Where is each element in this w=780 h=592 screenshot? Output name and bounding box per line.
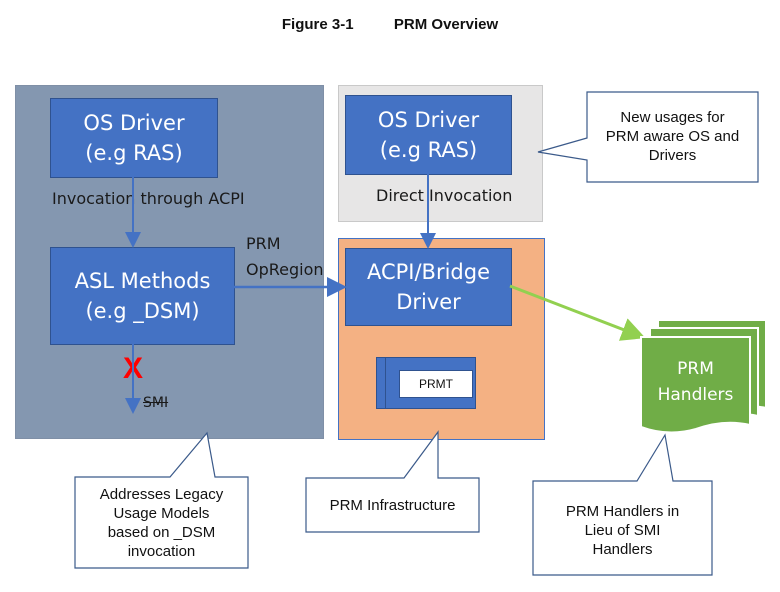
callout-legacy-line3: based on _DSM — [107, 524, 216, 541]
prmt-table-divider — [385, 358, 386, 408]
callout-legacy-shape — [74, 431, 249, 569]
prm-handlers-line1: PRM — [677, 359, 714, 379]
callout-new-usages-line2: PRM aware OS and — [605, 128, 740, 145]
callout-handlers-line3: Handlers — [592, 541, 653, 558]
callout-infrastructure-text: PRM Infrastructure — [306, 496, 479, 515]
callout-handlers-line2: Lieu of SMI — [584, 522, 661, 539]
callout-legacy-line2: Usage Models — [113, 505, 210, 522]
figure-name: PRM Overview — [393, 16, 499, 33]
callout-legacy-line1: Addresses Legacy — [99, 486, 224, 503]
acpi-bridge-line1: ACPI/Bridge — [366, 260, 491, 284]
os-driver-legacy-line1: OS Driver — [83, 111, 185, 135]
direct-invocation-label: Direct Invocation — [376, 186, 513, 205]
callout-new-usages-line3: Drivers — [648, 147, 697, 164]
callout-handlers-text: PRM Handlers in Lieu of SMI Handlers — [533, 502, 712, 559]
callout-infrastructure-shape — [305, 430, 480, 533]
callout-infrastructure-line1: PRM Infrastructure — [329, 497, 456, 514]
invocation-through-acpi-label: Invocation through ACPI — [52, 189, 245, 208]
asl-methods-line2: (e.g _DSM) — [85, 299, 200, 323]
callout-new-usages-shape — [537, 91, 759, 183]
callout-handlers-line1: PRM Handlers in — [565, 503, 680, 520]
asl-methods-line1: ASL Methods — [74, 269, 211, 293]
callout-legacy-text: Addresses Legacy Usage Models based on _… — [75, 485, 248, 561]
os-driver-direct-line2: (e.g RAS) — [379, 138, 478, 162]
figure-number: Figure 3-1 — [281, 16, 354, 33]
acpi-bridge-line2: Driver — [396, 290, 461, 314]
callout-legacy-line4: invocation — [127, 543, 196, 560]
figure-title: Figure 3-1 PRM Overview — [0, 16, 780, 33]
os-driver-legacy-line2: (e.g RAS) — [85, 141, 183, 165]
opregion-label-line1: PRM — [246, 234, 281, 253]
handler-doc-front — [640, 336, 751, 434]
arrow-bridge-to-handlers — [509, 284, 646, 341]
prm-handlers-label: PRM Handlers — [641, 356, 750, 408]
os-driver-direct-line1: OS Driver — [377, 108, 480, 132]
prm-handlers-line2: Handlers — [657, 385, 734, 405]
callout-new-usages-text: New usages for PRM aware OS and Drivers — [587, 108, 758, 165]
callout-handlers-shape — [532, 433, 713, 576]
os-driver-legacy-box: OS Driver (e.g RAS) — [50, 98, 218, 178]
smi-label: SMI — [143, 395, 169, 411]
prmt-table: PRMT — [376, 357, 476, 409]
prmt-label-box: PRMT — [399, 370, 473, 398]
prmt-label: PRMT — [419, 377, 453, 391]
callout-new-usages-line1: New usages for — [620, 109, 725, 126]
asl-methods-box: ASL Methods (e.g _DSM) — [50, 247, 235, 345]
opregion-label-line2: OpRegion — [246, 260, 324, 279]
